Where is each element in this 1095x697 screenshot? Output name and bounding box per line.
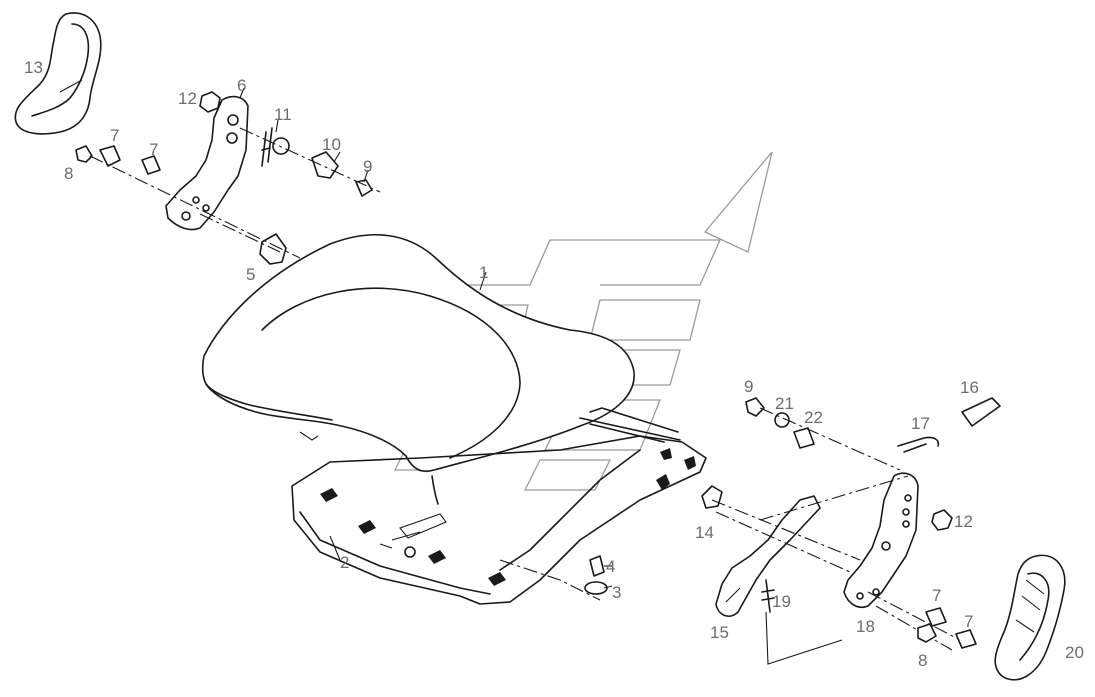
callout-13: 13 (24, 58, 43, 77)
callout-6: 6 (237, 76, 246, 95)
part-18-right-bracket (843, 472, 919, 608)
callout-7: 7 (149, 140, 158, 159)
callout-9: 9 (363, 157, 372, 176)
part-7-bushing-left-a (99, 145, 121, 167)
callout-4: 4 (606, 557, 615, 576)
part-4-bushing (589, 555, 605, 577)
part-7-bushing-left-b (141, 155, 161, 175)
part-20-backrest-plate (994, 554, 1066, 681)
callout-11: 11 (274, 105, 292, 124)
leader-lines (239, 87, 613, 589)
part-8-bolt-left (75, 145, 93, 163)
callout-14: 14 (695, 523, 714, 542)
callout-9: 9 (744, 377, 753, 396)
callout-17: 17 (911, 414, 930, 433)
callout-2: 2 (340, 553, 349, 572)
part-19-bolt (765, 579, 771, 613)
callout-labels: 13 12 6 11 7 7 10 8 9 5 1 9 21 22 16 17 … (24, 58, 1084, 670)
callout-15: 15 (710, 623, 729, 642)
callout-18: 18 (856, 617, 875, 636)
callout-8: 8 (64, 164, 73, 183)
right-axis-lines (711, 475, 961, 651)
part-22-spacer (793, 427, 815, 449)
part-13-backrest-plate (14, 12, 102, 135)
part-10-bushing (311, 151, 339, 179)
part-7-bushing-right-b (955, 629, 977, 649)
callout-12: 12 (178, 89, 197, 108)
part-14-lever (701, 485, 723, 509)
part-6-left-bracket (165, 95, 249, 231)
callout-20: 20 (1065, 643, 1084, 662)
callout-5: 5 (246, 265, 255, 284)
callout-3: 3 (612, 583, 621, 602)
part-19-leader (765, 611, 843, 665)
callout-10: 10 (322, 135, 341, 154)
left-axis-lines (89, 127, 381, 259)
callout-22: 22 (804, 408, 823, 427)
part-2-seat-pan (291, 407, 707, 605)
part-16-handle (961, 397, 1001, 427)
part-12-nut-left (199, 91, 221, 113)
callout-7: 7 (964, 612, 973, 631)
callout-1: 1 (479, 263, 488, 282)
right-top-axis (759, 407, 901, 471)
part-9-bolt-left (355, 179, 373, 197)
part-9-bolt-right (745, 397, 765, 417)
part-12-nut-right (931, 509, 953, 531)
part-3-washer (584, 581, 608, 595)
part-1-seat-cushion (201, 234, 635, 505)
part-8-bolt-right (917, 623, 937, 643)
callout-19: 19 (772, 592, 791, 611)
callout-7: 7 (110, 126, 119, 145)
part-11-spring (261, 127, 273, 167)
part-17-rod (897, 436, 940, 447)
part-7-bushing-right-a (925, 607, 947, 627)
part-15-adjuster-plate (715, 495, 821, 617)
part-11-washer (272, 137, 290, 155)
callout-21: 21 (775, 394, 794, 413)
part-3-4-axis (499, 559, 601, 601)
callout-7: 7 (932, 586, 941, 605)
callout-12: 12 (954, 512, 973, 531)
callout-16: 16 (960, 378, 979, 397)
callout-8: 8 (918, 651, 927, 670)
